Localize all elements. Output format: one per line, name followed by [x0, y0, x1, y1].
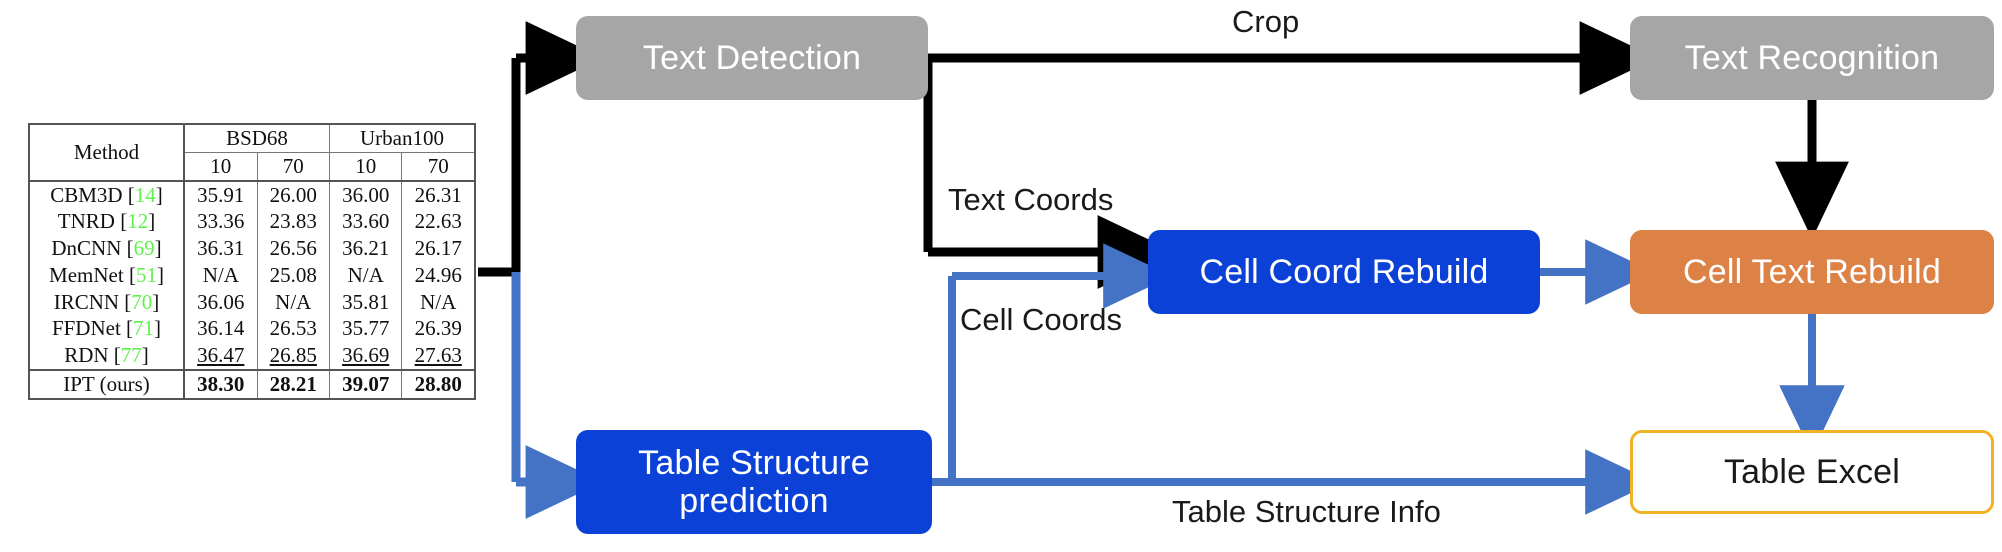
table-cell-method: MemNet [51] [28, 261, 185, 289]
table-cell-value: 26.39 [401, 315, 477, 343]
table-cell-method: IPT (ours) [28, 368, 185, 400]
table-cell-value: 26.00 [256, 179, 330, 209]
node-table-structure-prediction-line1: Table Structure [638, 443, 870, 482]
table-cell-value: 26.53 [256, 315, 330, 343]
table-subheader-urban100-10: 10 [328, 152, 402, 181]
reference-number: 14 [134, 182, 156, 207]
table-cell-value: 22.63 [401, 208, 477, 236]
table-subheader-bsd68-10: 10 [183, 152, 258, 181]
table-cell-value: 36.06 [183, 288, 258, 316]
table-cell-value: 26.31 [401, 179, 477, 209]
edge-label-crop: Crop [1232, 4, 1300, 39]
edge-table-to-table-structure [511, 272, 604, 519]
node-cell-text-rebuild[interactable]: Cell Text Rebuild [1630, 230, 1994, 314]
table-subheader-row: 10 70 10 70 [29, 152, 477, 181]
edge-text-coords [923, 58, 1176, 289]
table-cell-method: CBM3D [14] [28, 179, 185, 209]
table-cell-value: 38.30 [183, 368, 258, 400]
table-cell-value: N/A [183, 261, 258, 289]
reference-number: 71 [133, 316, 155, 341]
table-cell-value: 28.21 [256, 368, 330, 400]
table-cell-value: 39.07 [328, 368, 402, 400]
table-cell-method: FFDNet [71] [28, 315, 185, 343]
reference-number: 70 [131, 289, 153, 314]
table-header-method: Method [28, 123, 185, 181]
table-cell-value: 26.17 [401, 235, 477, 262]
table-cell-value: N/A [256, 288, 330, 316]
edge-table-to-text-detection [478, 21, 604, 277]
table-cell-value: 36.21 [328, 235, 402, 262]
table-cell-value: 36.14 [183, 315, 258, 343]
node-text-recognition[interactable]: Text Recognition [1630, 16, 1994, 100]
table-cell-value: 24.96 [401, 261, 477, 289]
table-cell-value: 33.36 [183, 208, 258, 236]
table-cell-method: DnCNN [69] [28, 235, 185, 262]
table-cell-value: 23.83 [256, 208, 330, 236]
table-header-group-row: Method BSD68 Urban100 [28, 122, 476, 181]
psnr-table: Method BSD68 Urban100 10 70 10 70 CBM3D … [28, 122, 477, 400]
table-cell-value: 36.69 [328, 342, 402, 370]
reference-number: 12 [127, 209, 149, 234]
table-cell-value: 25.08 [256, 261, 330, 289]
edge-label-text-coords: Text Coords [948, 182, 1114, 217]
table-cell-value: 26.56 [256, 235, 330, 262]
table-subheader-urban100-70: 70 [401, 152, 477, 181]
table-cell-value: 28.80 [401, 368, 477, 400]
reference-number: 51 [135, 262, 157, 287]
table-cell-value: 36.31 [183, 235, 258, 262]
table-cell-value: 35.81 [328, 288, 402, 316]
table-cell-method: RDN [77] [28, 342, 185, 370]
edge-label-table-structure-info: Table Structure Info [1172, 494, 1441, 529]
node-table-excel[interactable]: Table Excel [1630, 430, 1994, 514]
table-subheader-bsd68-70: 70 [256, 152, 330, 181]
table-cell-value: 35.77 [328, 315, 402, 343]
edge-label-cell-coords: Cell Coords [960, 302, 1122, 337]
node-table-structure-prediction[interactable]: Table Structure prediction [576, 430, 932, 534]
table-cell-method: TNRD [12] [28, 208, 185, 236]
table-cell-method: IRCNN [70] [28, 288, 185, 316]
table-cell-value: 26.85 [256, 342, 330, 370]
table-cell-value: 36.47 [183, 342, 258, 370]
table-cell-value: 33.60 [328, 208, 402, 236]
table-cell-value: 36.00 [328, 179, 402, 209]
table-header-urban100: Urban100 [328, 122, 476, 153]
table-cell-value: 27.63 [401, 342, 477, 370]
table-cell-value: N/A [328, 261, 402, 289]
table-cell-value: 35.91 [183, 179, 258, 209]
reference-number: 69 [133, 236, 155, 261]
node-table-structure-prediction-line2: prediction [679, 482, 829, 520]
reference-number: 77 [120, 343, 142, 368]
table-header-bsd68: BSD68 [183, 122, 330, 153]
source-table-image: Method BSD68 Urban100 10 70 10 70 CBM3D … [28, 122, 477, 400]
table-cell-value: N/A [401, 288, 477, 316]
node-text-detection[interactable]: Text Detection [576, 16, 928, 100]
node-cell-coord-rebuild[interactable]: Cell Coord Rebuild [1148, 230, 1540, 314]
